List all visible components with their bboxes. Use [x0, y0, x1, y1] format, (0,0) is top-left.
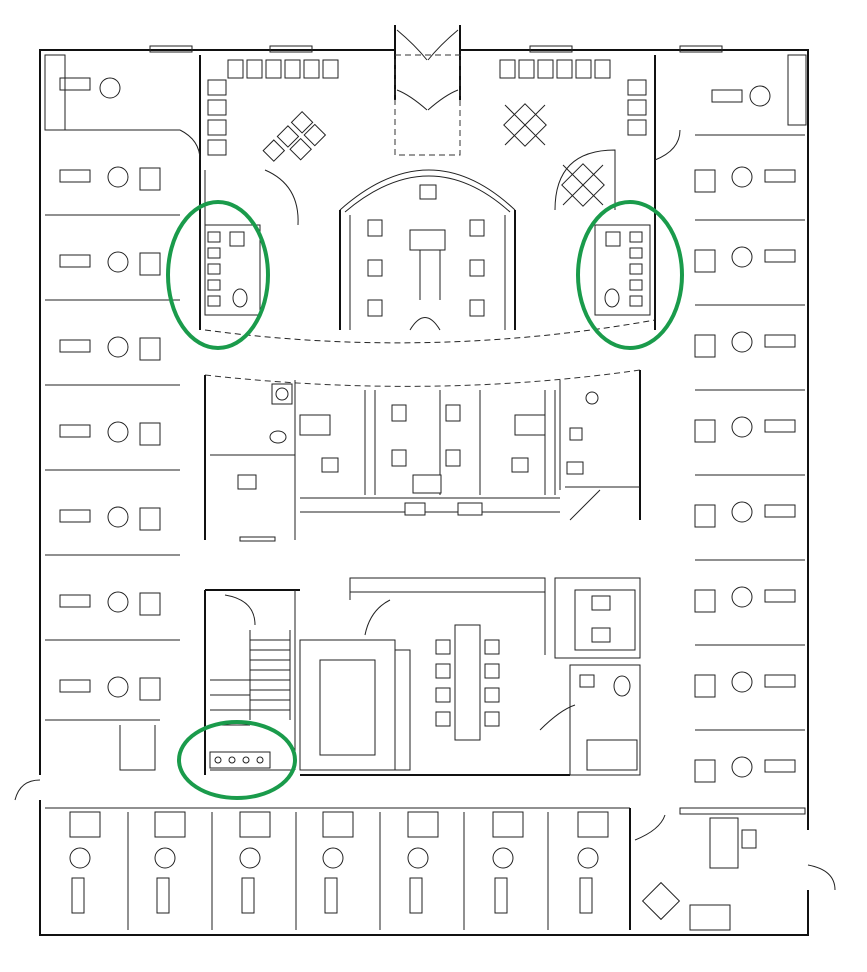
operatory-bottom-7 [577, 808, 631, 930]
operatory-right-2 [694, 219, 805, 273]
operatory-bottom-6 [492, 811, 549, 930]
waiting-chairs-top-right [499, 59, 647, 136]
operatory-right-5 [694, 474, 805, 528]
restroom-right [594, 224, 651, 316]
main-entrance [394, 25, 461, 156]
operatory-left-1 [45, 129, 180, 191]
highlight-utility-sinks [177, 720, 297, 800]
waiting-table-right [503, 103, 616, 211]
operatory-bottom-3 [239, 811, 297, 930]
operatories-left [44, 54, 201, 771]
exterior-walls [39, 45, 809, 936]
waiting-room [199, 55, 656, 344]
operatories-bottom [14, 779, 631, 930]
highlight-sterilization-right [576, 200, 684, 350]
operatory-left-2 [45, 214, 180, 276]
lower-block [204, 577, 641, 776]
restroom-left [204, 224, 261, 316]
operatory-bottom-4 [322, 811, 381, 930]
operatory-right-6 [694, 559, 805, 613]
operatory-bottom-2 [154, 811, 213, 930]
operatory-left-3 [45, 299, 180, 361]
operatory-right-7 [694, 644, 805, 698]
utility-sink-bank [209, 751, 271, 769]
operatory-right-4 [694, 389, 805, 443]
middle-block [204, 369, 641, 542]
highlight-annotations [166, 200, 684, 800]
operatory-left-6 [45, 554, 180, 616]
operatory-left-7 [45, 639, 180, 701]
operatories-right [654, 54, 807, 783]
operatory-left-top [44, 54, 201, 161]
operatory-left-5 [45, 469, 180, 531]
waiting-table-cluster [262, 111, 327, 162]
operatory-right-top [654, 54, 807, 161]
operatory-right-8 [694, 729, 805, 783]
operatory-right-1 [694, 134, 805, 193]
operatory-left-4 [45, 384, 180, 446]
private-office [634, 807, 836, 931]
reception-desk [339, 169, 516, 331]
operatory-right-3 [694, 304, 805, 358]
waiting-chairs-top-left [207, 59, 339, 156]
conference-table [435, 624, 500, 741]
stairs [210, 594, 291, 726]
operatory-bottom-1 [69, 811, 129, 930]
operatory-bottom-5 [407, 811, 465, 930]
highlight-sterilization-left [166, 200, 270, 350]
